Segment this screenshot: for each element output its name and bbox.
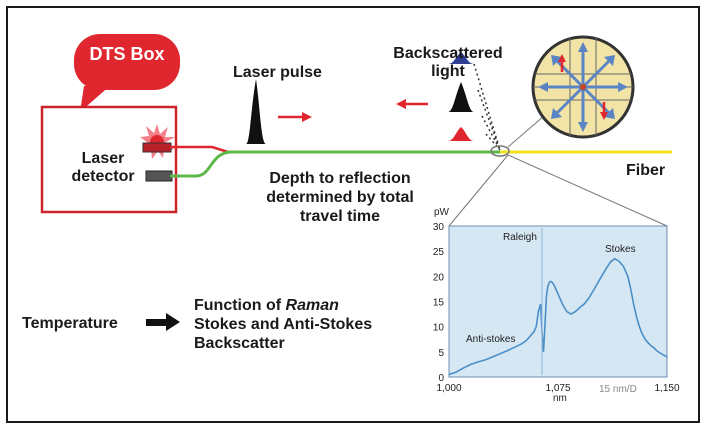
function-line2: Stokes and Anti-Stokes bbox=[194, 316, 373, 334]
depth-line2: determined by total bbox=[266, 189, 414, 207]
y-tick-label: 20 bbox=[433, 272, 445, 283]
x-tick-label: 1,150 bbox=[654, 383, 679, 394]
y-tick-label: 15 bbox=[433, 298, 445, 309]
y-tick-label: 25 bbox=[433, 247, 445, 258]
temperature-arrow-icon bbox=[146, 313, 180, 331]
backward-arrow-icon bbox=[396, 99, 428, 109]
zoom-point bbox=[490, 145, 510, 157]
depth-label: Depth to reflection determined by total … bbox=[245, 169, 435, 227]
function-prefix: Function of bbox=[194, 297, 286, 314]
y-tick-label: 10 bbox=[433, 323, 445, 334]
laser-pulse-label: Laser pulse bbox=[233, 64, 322, 81]
blue-backscatter-pulse bbox=[448, 52, 474, 64]
backscattered-line1: Backscattered bbox=[393, 45, 503, 62]
x-tick-label: 1,000 bbox=[436, 383, 461, 394]
spectrum-chart: 0 5 10 15 20 25 30 1,000 1,075 1,150 pW nm 15 nm… bbox=[433, 154, 680, 404]
function-raman: Raman bbox=[285, 297, 339, 314]
x-unit-note: 15 nm/D bbox=[599, 384, 637, 395]
temperature-label: Temperature bbox=[22, 315, 118, 332]
depth-line1: Depth to reflection bbox=[269, 170, 411, 187]
laser-detector-box bbox=[40, 105, 178, 214]
y-axis-ticks: 0 5 10 15 20 25 30 bbox=[433, 222, 445, 384]
dts-box-bubble bbox=[74, 34, 180, 112]
backscattered-label: Backscattered light bbox=[378, 45, 518, 81]
laser-detector-label: Laser detector bbox=[62, 150, 144, 186]
laser-pulse-shape bbox=[246, 79, 266, 144]
y-axis-label: pW bbox=[434, 207, 450, 218]
dts-box-label: DTS Box bbox=[89, 44, 165, 64]
chart-plot-area bbox=[448, 225, 668, 378]
depth-line3: travel time bbox=[299, 208, 381, 226]
chart-connector-left bbox=[448, 154, 509, 227]
x-axis-label: nm bbox=[553, 393, 567, 404]
laser-output-line bbox=[170, 145, 229, 154]
x-axis-ticks: 1,000 1,075 1,150 bbox=[436, 383, 679, 394]
x-tick-label: 1,075 bbox=[545, 383, 570, 394]
forward-arrow-icon bbox=[278, 112, 312, 122]
laser-label-line2: detector bbox=[71, 167, 135, 185]
black-backscatter-pulse bbox=[448, 82, 474, 112]
fiber-label: Fiber bbox=[626, 162, 666, 179]
y-tick-label: 30 bbox=[433, 222, 445, 233]
laser-label-line1: Laser bbox=[81, 150, 125, 167]
y-tick-label: 0 bbox=[438, 373, 444, 384]
backscattered-line2: light bbox=[431, 62, 465, 80]
zoom-connector bbox=[507, 115, 545, 148]
anti-stokes-annotation: Anti-stokes bbox=[466, 334, 515, 345]
red-backscatter-pulse bbox=[448, 127, 474, 141]
chart-connector-right bbox=[507, 154, 668, 227]
return-line bbox=[170, 150, 233, 178]
raman-function-label: Function of Raman Stokes and Anti-Stokes… bbox=[194, 296, 372, 354]
detector-sensor bbox=[145, 170, 173, 182]
raleigh-annotation: Raleigh bbox=[503, 232, 537, 243]
function-line3: Backscatter bbox=[194, 335, 285, 353]
stokes-annotation: Stokes bbox=[605, 244, 636, 255]
laser-emitter bbox=[142, 142, 172, 153]
spectrum-series-line bbox=[448, 257, 668, 376]
molecule-zoom-icon bbox=[531, 35, 635, 139]
scatter-rays bbox=[473, 63, 501, 151]
y-tick-label: 5 bbox=[438, 348, 444, 359]
